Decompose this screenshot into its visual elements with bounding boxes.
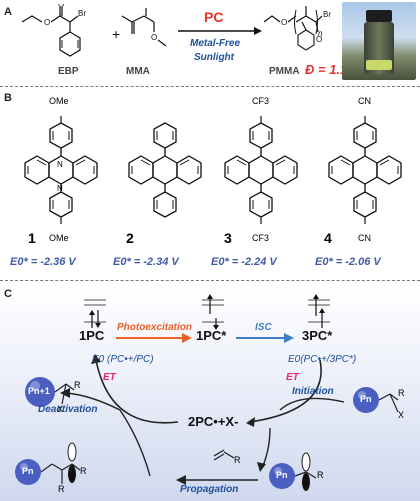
c1-n-bottom: N — [57, 184, 63, 193]
state-triplet: 3PC* — [302, 328, 333, 343]
r-label-alkene: R — [234, 455, 241, 465]
panel-c-label: C — [4, 288, 12, 300]
c1-sub-bottom: OMe — [49, 233, 69, 243]
compounds-structures — [24, 116, 402, 224]
deactivation-input — [119, 409, 151, 477]
r-label-right: R — [398, 388, 405, 398]
pmma-label: PMMA — [269, 66, 300, 77]
e0-left: E0 (PC•+/PC) — [92, 354, 154, 365]
pn-label-bottom: Pn — [276, 470, 288, 480]
compound-1-potential: E0* = -2.36 V — [10, 256, 76, 268]
divider-b-c — [0, 280, 420, 281]
propagation-label: Propagation — [180, 484, 239, 495]
c3-sub-bottom: CF3 — [252, 233, 270, 243]
pmma-n: n — [318, 29, 323, 38]
et-left: ET — [103, 372, 116, 383]
compound-3-potential: E0* = -2.24 V — [211, 256, 277, 268]
ebp-br: Br — [78, 9, 86, 18]
et-right: ET — [286, 372, 299, 383]
singlet-excited-levels — [202, 294, 224, 330]
r-label-left-2: R — [58, 484, 65, 494]
c4-sub-bottom: CN — [358, 233, 371, 243]
pn-label-left: Pn — [22, 466, 34, 476]
state-ground: 1PC — [79, 328, 105, 343]
pmma-structure: O n O — [263, 6, 323, 51]
compound-2-structure — [128, 122, 202, 218]
vial-cap — [366, 10, 392, 22]
compound-2-potential: E0* = -2.34 V — [113, 256, 179, 268]
vial-photo — [342, 2, 416, 80]
initiation-output — [261, 427, 271, 469]
compound-4-structure — [328, 116, 402, 224]
mma-o: O — [151, 33, 157, 42]
plus-sign: + — [112, 26, 121, 42]
x-label-pn1: X — [57, 404, 64, 414]
compound-1-number: 1 — [28, 230, 36, 246]
divider-a-b — [0, 86, 420, 87]
isc-label: ISC — [255, 322, 272, 333]
deactivation-curve — [95, 359, 179, 424]
compound-3-structure — [224, 116, 298, 224]
state-singlet-excited: 1PC* — [196, 328, 227, 343]
r-label-left-1: R — [80, 466, 87, 476]
ground-state-levels — [84, 299, 106, 328]
compound-1-structure — [24, 116, 98, 224]
ebp-label: EBP — [58, 66, 79, 77]
compound-4-potential: E0* = -2.06 V — [315, 256, 381, 268]
r-label-pn1: R — [74, 380, 81, 390]
compound-2-number: 2 — [126, 230, 134, 246]
ion-pair-label: 2PC•+X- — [188, 414, 239, 429]
catalyst-label: PC — [204, 9, 224, 25]
pmma-o: O — [281, 18, 287, 27]
compound-3-number: 3 — [224, 230, 232, 246]
x-label-right: X — [398, 410, 405, 420]
c1-n-top: N — [57, 160, 63, 169]
pn-label-right: Pn — [360, 394, 372, 404]
photoexcitation-label: Photoexcitation — [117, 322, 193, 333]
reaction-arrow — [178, 27, 262, 35]
panel-b-label: B — [4, 92, 12, 104]
panel-a-label: A — [4, 6, 12, 18]
compound-4-number: 4 — [324, 230, 332, 246]
triplet-levels — [308, 294, 330, 328]
c4-sub-top: CN — [358, 96, 371, 106]
condition-sunlight: Sunlight — [194, 52, 234, 63]
ebp-ester-o: O — [44, 18, 50, 27]
pn1-label: Pn+1 — [28, 386, 50, 396]
mma-label: MMA — [126, 66, 150, 77]
c1-sub-top: OMe — [49, 96, 69, 106]
initiation-input — [279, 397, 345, 411]
mma-structure: O — [121, 8, 167, 47]
initiation-curve — [249, 359, 322, 423]
c3-sub-top: CF3 — [252, 96, 270, 106]
ebp-carbonyl-o: O — [58, 4, 64, 9]
e0-right: E0(PC•+/3PC*) — [288, 354, 357, 365]
initiation-label: Initiation — [292, 386, 334, 397]
deactivation-label: Deactivation — [38, 404, 98, 415]
pmma-o2: O — [316, 35, 322, 44]
r-label-bottom: R — [317, 470, 324, 480]
ebp-structure: O O Br — [21, 4, 86, 57]
vial-liquid — [366, 60, 392, 70]
deactivation-output — [65, 392, 121, 411]
pmma-br: Br — [323, 10, 331, 19]
condition-metal-free: Metal-Free — [190, 38, 241, 49]
mechanism-diagram — [15, 294, 399, 491]
